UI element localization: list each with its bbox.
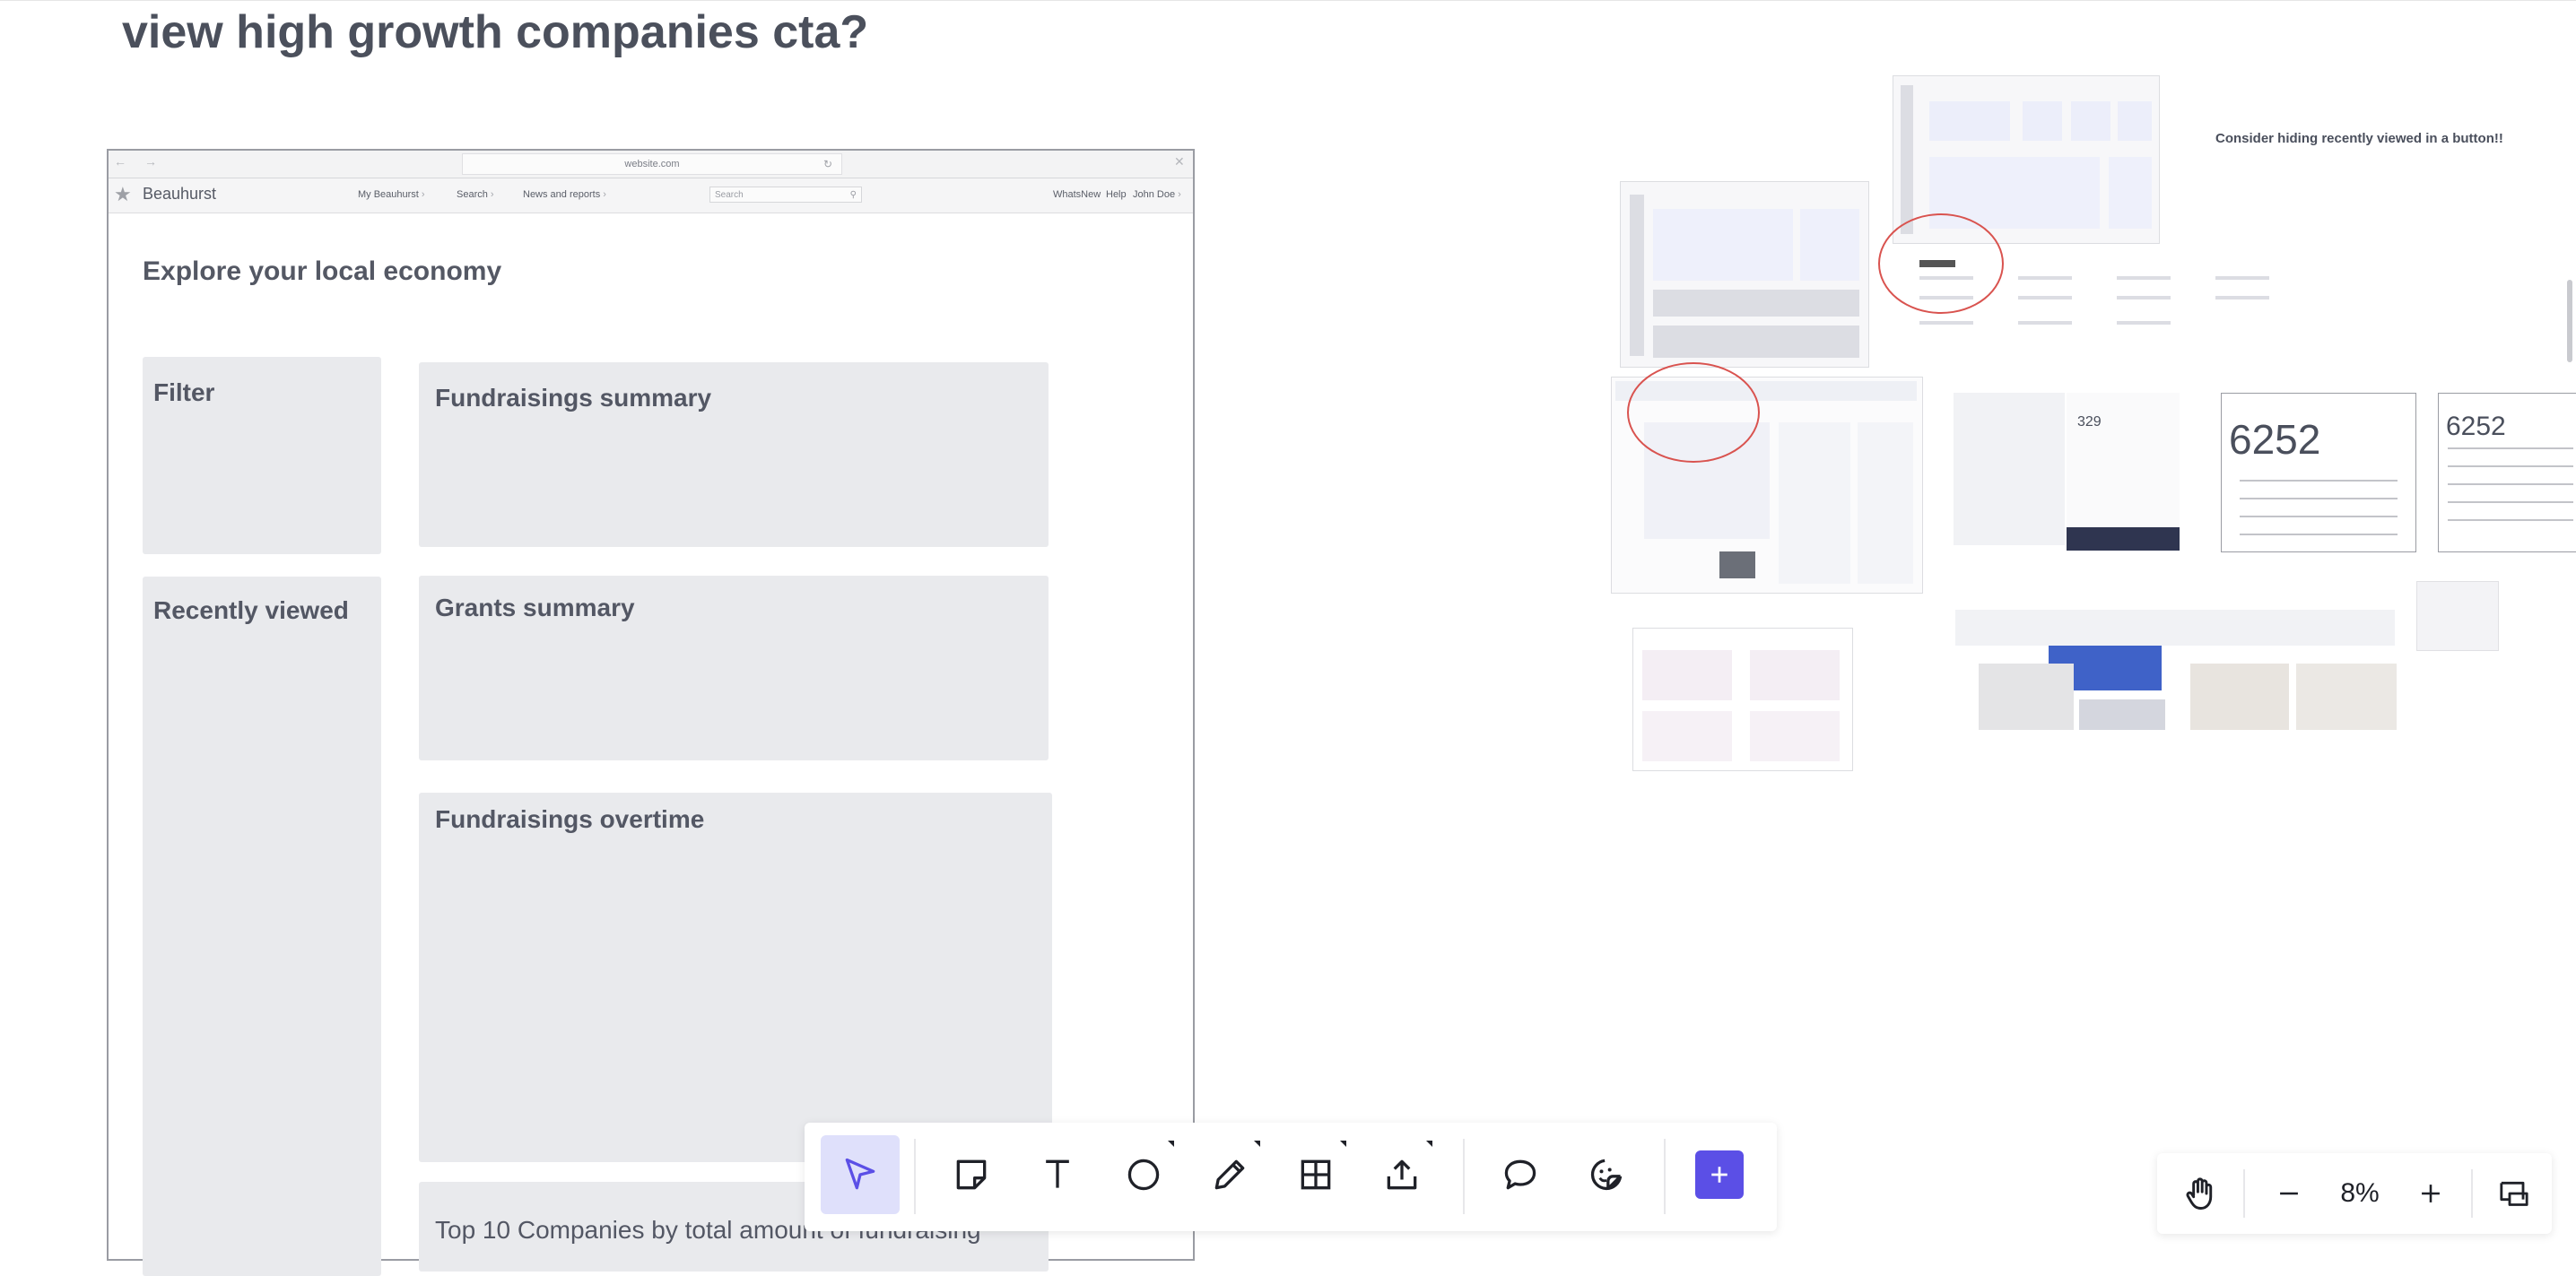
nav-news-and-reports: News and reports›: [523, 189, 606, 200]
dashboard-thumbnail-2[interactable]: [1620, 181, 1869, 368]
page-title: Explore your local economy: [143, 256, 502, 286]
url-text: website.com: [624, 159, 680, 169]
zoom-divider: [2243, 1169, 2245, 1218]
forward-arrow-icon: →: [144, 154, 157, 169]
comment-tool-button[interactable]: [1481, 1135, 1560, 1214]
magnifier-icon: ⚲: [849, 190, 857, 200]
submenu-indicator-icon: [1426, 1141, 1432, 1147]
sticker-smiley-icon: [1590, 1159, 1623, 1191]
text-icon: [1046, 1159, 1069, 1188]
fundraisings-summary-panel: Fundraisings summary: [419, 362, 1049, 547]
annotation-circle-1[interactable]: [1878, 213, 2004, 314]
star-icon: ★: [114, 183, 132, 205]
top-divider: [0, 0, 2576, 1]
fundraisings-overtime-label: Fundraisings overtime: [435, 805, 705, 833]
table-tool-button[interactable]: [1276, 1135, 1355, 1214]
photo-thumbnail-2[interactable]: [2079, 699, 2165, 730]
minus-icon: [2280, 1192, 2298, 1195]
app-search-field: Search ⚲: [709, 187, 862, 203]
window-close-icon: ✕: [1174, 154, 1185, 169]
app-header: ★ Beauhurst My Beauhurst› Search› News a…: [109, 178, 1193, 213]
add-button[interactable]: [1695, 1150, 1744, 1199]
zoom-controls: 8%: [2157, 1153, 2552, 1234]
nav-search: Search›: [457, 189, 494, 200]
zoom-out-button[interactable]: [2258, 1162, 2320, 1225]
big-number-card-1[interactable]: 6252: [2221, 393, 2416, 552]
recently-viewed-label: Recently viewed: [153, 596, 349, 624]
cursor-icon: [845, 1158, 875, 1190]
minimap-icon: [2500, 1181, 2528, 1206]
big-number-card-2[interactable]: 6252: [2438, 393, 2576, 552]
text-tool-button[interactable]: [1018, 1135, 1097, 1214]
filter-label: Filter: [153, 378, 215, 406]
canvas-toolbar: [805, 1123, 1777, 1231]
canvas-heading[interactable]: view high growth companies cta?: [122, 6, 869, 58]
hand-tool-button[interactable]: [2166, 1162, 2234, 1225]
sticky-note-icon: [956, 1159, 987, 1190]
url-field: website.com ↻: [462, 153, 842, 175]
nav-whatsnew: WhatsNew: [1053, 189, 1101, 200]
browser-url-bar: ← → website.com ↻ ✕: [109, 151, 1193, 178]
pen-tool-button[interactable]: [1190, 1135, 1269, 1214]
nav-user: John Doe›: [1133, 189, 1181, 200]
zoom-divider: [2471, 1169, 2473, 1218]
recently-viewed-panel: Recently viewed: [143, 577, 381, 1276]
add-tool-button[interactable]: [1680, 1135, 1759, 1214]
upload-icon: [1387, 1159, 1417, 1190]
photo-thumbnail-1[interactable]: [1979, 664, 2074, 730]
annotation-circle-2[interactable]: [1627, 362, 1760, 463]
nav-help: Help: [1106, 189, 1127, 200]
big-number-1: 6252: [2229, 416, 2321, 463]
toolbar-divider: [1463, 1139, 1465, 1214]
reaction-tool-button[interactable]: [1567, 1135, 1646, 1214]
toolbar-divider: [914, 1139, 916, 1214]
toolbar-divider: [1664, 1139, 1666, 1214]
wireframe-frame[interactable]: ← → website.com ↻ ✕ ★ Beauhurst My Beauh…: [107, 149, 1195, 1276]
shape-tool-button[interactable]: [1104, 1135, 1183, 1214]
fundraisings-overtime-panel: Fundraisings overtime: [419, 793, 1052, 1162]
fundraisings-summary-label: Fundraisings summary: [435, 384, 712, 412]
plus-icon: [2422, 1185, 2440, 1202]
back-arrow-icon: ←: [114, 154, 126, 169]
minimap-toggle-button[interactable]: [2480, 1162, 2548, 1225]
world-map-thumbnail[interactable]: 329: [1954, 393, 2180, 551]
comment-icon: [1504, 1159, 1536, 1190]
plus-icon: [1711, 1167, 1727, 1183]
dashboard-thumbnail-1[interactable]: [1893, 75, 2160, 244]
brand-name: Beauhurst: [143, 185, 217, 203]
zoom-in-button[interactable]: [2399, 1162, 2462, 1225]
filter-table-thumbnail[interactable]: [1955, 610, 2395, 646]
sticky-note-tool-button[interactable]: [932, 1135, 1011, 1214]
nav-my-beauhurst: My Beauhurst›: [358, 189, 425, 200]
sticky-comment[interactable]: Consider hiding recently viewed in a but…: [2215, 131, 2503, 146]
submenu-indicator-icon: [1254, 1141, 1260, 1147]
vertical-scrollbar[interactable]: [2567, 280, 2572, 362]
table-icon: [1301, 1159, 1331, 1190]
app-search-placeholder: Search: [715, 190, 744, 200]
grants-summary-panel: Grants summary: [419, 576, 1049, 760]
circle-shape-icon: [1127, 1159, 1160, 1191]
hand-icon: [2186, 1177, 2213, 1210]
submenu-indicator-icon: [1340, 1141, 1346, 1147]
select-tool-button[interactable]: [821, 1135, 900, 1214]
count-329: 329: [2077, 414, 2102, 430]
upload-tool-button[interactable]: [1362, 1135, 1441, 1214]
zoom-value: 8%: [2340, 1178, 2380, 1208]
grants-summary-label: Grants summary: [435, 594, 635, 621]
pencil-icon: [1214, 1159, 1245, 1190]
charts-thumbnail[interactable]: [1632, 628, 1853, 771]
zoom-level[interactable]: 8%: [2322, 1162, 2398, 1225]
filter-panel: Filter: [143, 357, 381, 554]
submenu-indicator-icon: [1168, 1141, 1174, 1147]
photo-thumbnail-4[interactable]: [2296, 664, 2397, 730]
photo-thumbnail-3[interactable]: [2190, 664, 2289, 730]
small-chart-thumbnail[interactable]: [2416, 581, 2499, 651]
big-number-2: 6252: [2446, 412, 2506, 441]
reload-icon: ↻: [822, 158, 832, 170]
